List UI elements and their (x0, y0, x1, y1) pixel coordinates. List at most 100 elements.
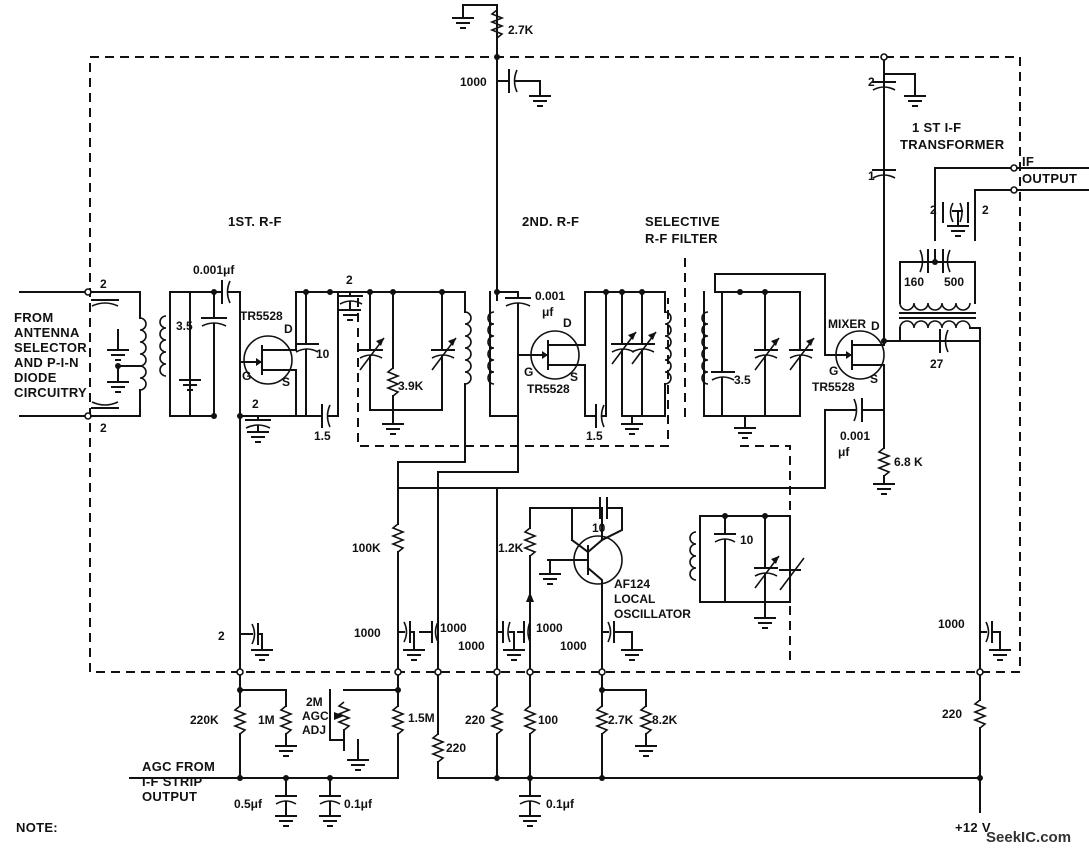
label-osc-1: LOCAL (614, 592, 655, 606)
bottom-network (129, 659, 988, 827)
label-selective-1: SELECTIVE (645, 214, 720, 229)
watermark-text: SeekIC.com (986, 829, 1071, 846)
label-if-transformer-1: 1 ST I-F (912, 120, 961, 135)
label-if-output-1: IF (1022, 154, 1034, 169)
value-c-1000e: 1000 (560, 639, 587, 653)
value-c-1000f: 1000 (938, 617, 965, 631)
value-c-05: 0.5μf (234, 797, 263, 811)
value-c-15b: 1.5 (586, 429, 603, 443)
value-r-100k: 100K (352, 541, 381, 555)
value-c-0001c-2: μf (838, 445, 850, 459)
value-c-01a: 0.1μf (344, 797, 373, 811)
label-q1-d: D (284, 322, 293, 336)
value-c-1if: 1 (868, 169, 875, 183)
value-r-2m-2: AGC (302, 709, 329, 723)
device-labels: TR5528 D G S TR5528 D G S MIXER D G S TR… (240, 309, 880, 621)
value-c-2if3: 2 (982, 203, 989, 217)
value-c-top: 1000 (460, 75, 487, 89)
label-note: NOTE: (16, 820, 58, 835)
value-c-1000d: 1000 (536, 621, 563, 635)
value-c-1000c: 1000 (458, 639, 485, 653)
value-c-10a: 10 (316, 347, 330, 361)
antenna-input (19, 288, 147, 420)
value-r-68k: 6.8 K (894, 455, 923, 469)
value-c-0001b-2: μf (542, 305, 554, 319)
value-r-2m-1: 2M (306, 695, 323, 709)
label-antenna-1: FROM (14, 310, 53, 325)
label-antenna-4: AND P-I-N (14, 355, 79, 370)
value-c-35b: 3.5 (734, 373, 751, 387)
value-c-ant2: 2 (100, 421, 107, 435)
value-c-0001c-1: 0.001 (840, 429, 870, 443)
label-first-rf: 1ST. R-F (228, 214, 282, 229)
bypass-capacitors (239, 621, 1012, 661)
top-supply-network (451, 4, 552, 301)
value-c-15a: 1.5 (314, 429, 331, 443)
label-agc-1: AGC FROM (142, 759, 215, 774)
label-agc-2: I-F STRIP (142, 774, 203, 789)
value-c-160: 160 (904, 275, 924, 289)
value-c-1000a: 1000 (354, 626, 381, 640)
label-antenna-5: DIODE (14, 370, 57, 385)
component-values: 2.7K 1000 2 2 3.5 0.001μf 10 1.5 2 2 3.9… (100, 23, 989, 811)
value-r-top: 2.7K (508, 23, 534, 37)
value-r-220k: 220K (190, 713, 219, 727)
mixer-stage (397, 53, 1089, 673)
first-rf-stage (159, 280, 472, 673)
value-c-01b: 0.1μf (546, 797, 575, 811)
label-q3: TR5528 (812, 380, 855, 394)
label-if-transformer-2: TRANSFORMER (900, 137, 1005, 152)
value-c-2agc: 2 (218, 629, 225, 643)
value-c-ant1: 2 (100, 277, 107, 291)
label-osc-2: OSCILLATOR (614, 607, 691, 621)
value-r-1m: 1M (258, 713, 275, 727)
value-c-1000b: 1000 (440, 621, 467, 635)
value-r-220a: 220 (446, 741, 466, 755)
label-selective-2: R-F FILTER (645, 231, 718, 246)
label-q2-g: G (524, 365, 533, 379)
value-c-10tank: 10 (740, 533, 754, 547)
value-c-35a: 3.5 (176, 319, 193, 333)
local-oscillator (496, 487, 805, 673)
value-r-220c: 220 (942, 707, 962, 721)
label-if-output-2: OUTPUT (1022, 171, 1077, 186)
label-q1-g: G (242, 369, 251, 383)
label-antenna-6: CIRCUITRY (14, 385, 87, 400)
label-q2-d: D (563, 316, 572, 330)
value-c-0001a: 0.001μf (193, 263, 235, 277)
label-mixer-g: G (829, 364, 838, 378)
value-r-15m: 1.5M (408, 711, 435, 725)
label-q1: TR5528 (240, 309, 283, 323)
value-c-10osc: 10 (592, 521, 606, 535)
value-c-2tank: 2 (346, 273, 353, 287)
value-c-2gate: 2 (252, 397, 259, 411)
selective-filter (701, 273, 836, 439)
value-r-220b: 220 (465, 713, 485, 727)
value-r-12k: 1.2K (498, 541, 524, 555)
value-c-27: 27 (930, 357, 944, 371)
value-c-2if1: 2 (868, 75, 875, 89)
block-labels: 1ST. R-F 2ND. R-F SELECTIVE R-F FILTER 1… (14, 120, 1077, 846)
label-mixer-d: D (871, 319, 880, 333)
label-agc-3: OUTPUT (142, 789, 197, 804)
value-r-100: 100 (538, 713, 558, 727)
value-r-2m-3: ADJ (302, 723, 326, 737)
label-q1-s: S (282, 375, 290, 389)
label-osc: AF124 (614, 577, 650, 591)
label-q2: TR5528 (527, 382, 570, 396)
label-mixer-s: S (870, 372, 878, 386)
label-second-rf: 2ND. R-F (522, 214, 579, 229)
value-r-39k: 3.9K (398, 379, 424, 393)
value-r-27k: 2.7K (608, 713, 634, 727)
value-r-82k: 8.2K (652, 713, 678, 727)
label-antenna-3: SELECTOR (14, 340, 87, 355)
value-c-2if2: 2 (930, 203, 937, 217)
label-supply: +12 V (955, 820, 991, 835)
label-antenna-2: ANTENNA (14, 325, 80, 340)
second-rf-stage (437, 289, 672, 673)
value-c-0001b-1: 0.001 (535, 289, 565, 303)
label-q2-s: S (570, 370, 578, 384)
label-mixer: MIXER (828, 317, 866, 331)
